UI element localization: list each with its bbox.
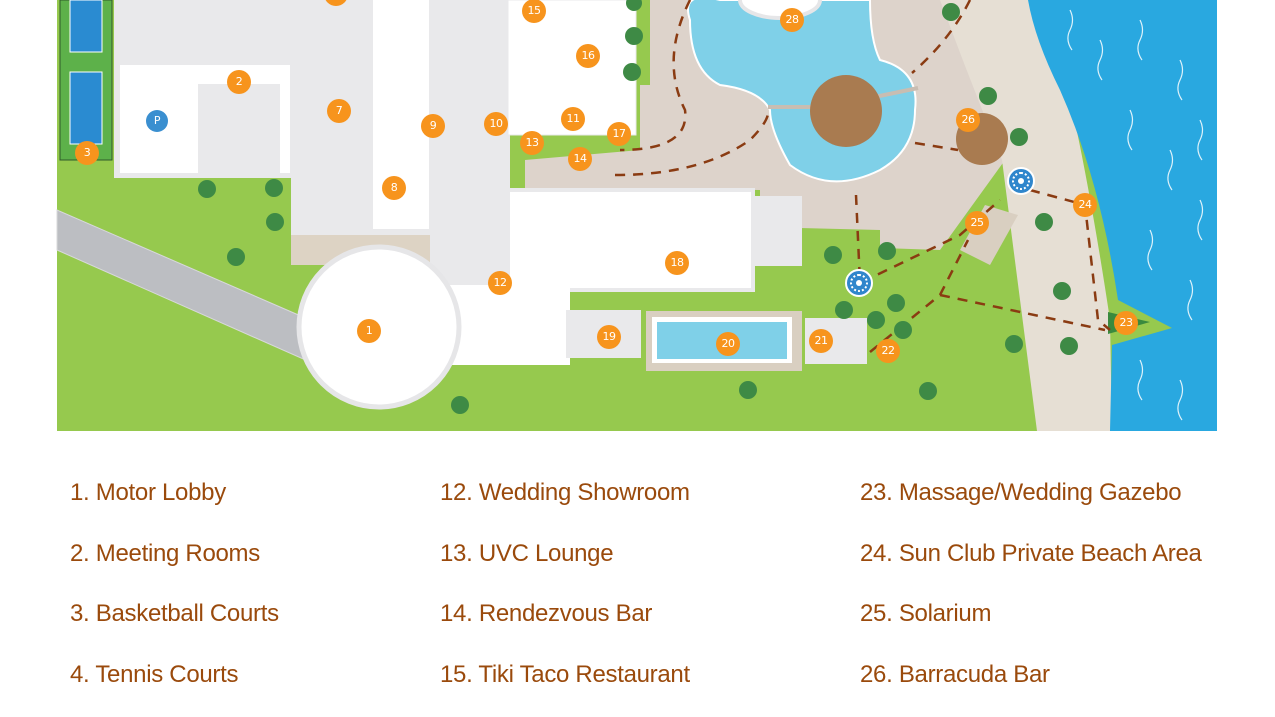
building (198, 84, 280, 173)
building (752, 196, 802, 266)
map-marker-14[interactable]: 14 (568, 147, 592, 171)
building (440, 285, 570, 365)
basketball-court (69, 71, 103, 145)
legend-item: 26. Barracuda Bar (860, 660, 1050, 688)
legend-item: 3. Basketball Courts (70, 600, 279, 627)
parking-marker[interactable]: P (146, 110, 168, 132)
map-marker-16[interactable]: 16 (576, 44, 600, 68)
ocean-waves (1067, 9, 1204, 421)
legend-item: 2. Meeting Rooms (70, 539, 260, 567)
map-marker-23[interactable]: 23 (1114, 311, 1138, 335)
map-marker-18[interactable]: 18 (665, 251, 689, 275)
map-marker-24[interactable]: 24 (1073, 193, 1097, 217)
map-marker-13[interactable]: 13 (520, 131, 544, 155)
map-marker-1[interactable]: 1 (357, 319, 381, 343)
map-marker-3[interactable]: 3 (75, 141, 99, 165)
palm-trees (198, 0, 1078, 414)
tennis-court (69, 0, 103, 53)
map-drawing (56, 0, 1217, 431)
solarium-deck (960, 205, 1018, 265)
map-marker-26[interactable]: 26 (956, 108, 980, 132)
legend-item: 25. Solarium (860, 600, 992, 627)
legend-item: 13. UVC Lounge (440, 539, 614, 567)
legend-column-3: 23. Massage/Wedding Gazebo 24. Sun Club … (860, 474, 1202, 716)
map-marker-21[interactable]: 21 (809, 329, 833, 353)
map-marker-19[interactable]: 19 (597, 325, 621, 349)
map-marker-11[interactable]: 11 (561, 107, 585, 131)
building (506, 188, 755, 292)
map-marker-10[interactable]: 10 (484, 112, 508, 136)
legend-item: 1. Motor Lobby (70, 479, 226, 506)
gazebo-icon (845, 269, 873, 297)
legend-item: 14. Rendezvous Bar (440, 600, 653, 627)
map-marker-17[interactable]: 17 (607, 122, 631, 146)
map-marker-15[interactable]: 15 (522, 0, 546, 23)
map-marker-20[interactable]: 20 (716, 332, 740, 356)
legend-column-2: 12. Wedding Showroom 13. UVC Lounge 14. … (440, 474, 690, 716)
map-marker-22[interactable]: 22 (876, 339, 900, 363)
legend-item: 4. Tennis Courts (70, 660, 239, 688)
map-marker-25[interactable]: 25 (965, 211, 989, 235)
swim-up-bar-roof (810, 75, 882, 147)
map-marker-8[interactable]: 8 (382, 176, 406, 200)
resort-map: 1 2 3 7 8 9 10 11 12 13 14 15 16 17 18 1… (56, 0, 1217, 431)
ocean (1028, 0, 1217, 431)
map-marker-9[interactable]: 9 (421, 114, 445, 138)
map-marker-7[interactable]: 7 (327, 99, 351, 123)
map-marker-partial[interactable] (324, 0, 348, 6)
legend-item: 12. Wedding Showroom (440, 479, 690, 506)
map-marker-28[interactable]: 28 (780, 8, 804, 32)
legend-column-1: 1. Motor Lobby 2. Meeting Rooms 3. Baske… (70, 474, 279, 716)
map-marker-12[interactable]: 12 (488, 271, 512, 295)
gazebo-icon (1007, 167, 1035, 195)
legend-item: 15. Tiki Taco Restaurant (440, 660, 690, 688)
legend-item: 23. Massage/Wedding Gazebo (860, 479, 1182, 506)
building (430, 0, 510, 292)
map-marker-2[interactable]: 2 (227, 70, 251, 94)
legend-item: 24. Sun Club Private Beach Area (860, 539, 1202, 567)
